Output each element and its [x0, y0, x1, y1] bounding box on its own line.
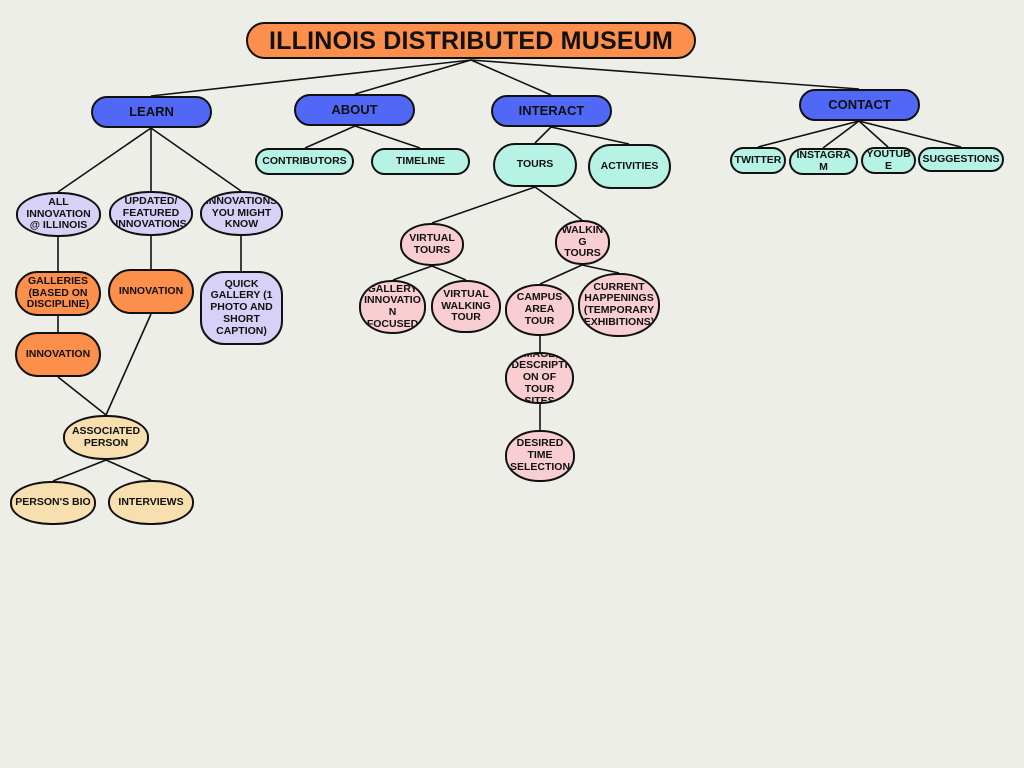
connector-line — [150, 59, 472, 97]
node-contributors: CONTRIBUTORS — [255, 148, 354, 175]
node-galleries: GALLERIES (BASED ON DISCIPLINE) — [15, 271, 101, 316]
connector-line — [550, 126, 630, 145]
node-interviews: INTERVIEWS — [108, 480, 194, 525]
section-learn: LEARN — [91, 96, 212, 128]
connector-line — [52, 459, 107, 482]
connector-line — [822, 120, 860, 149]
node-image-description: IMAGE, DESCRIPTION OF TOUR SITES — [505, 352, 574, 404]
connector-line — [431, 265, 467, 281]
node-activities: ACTIVITIES — [588, 144, 671, 189]
node-instagram: INSTAGRAM — [789, 148, 858, 175]
node-innovations-you-might-know: INNOVATIONS YOU MIGHT KNOW — [200, 191, 283, 236]
connector-line — [534, 126, 552, 144]
connector-line — [105, 313, 152, 416]
museum-title: ILLINOIS DISTRIBUTED MUSEUM — [246, 22, 696, 59]
node-featured-innovation: INNOVATION — [108, 269, 194, 314]
connector-line — [534, 186, 583, 221]
node-desired-time-selection: DESIRED TIME SELECTION — [505, 430, 575, 482]
connector-line — [470, 59, 552, 96]
connector-line — [858, 120, 889, 148]
node-walking-tours: WALKING TOURS — [555, 220, 610, 265]
section-about: ABOUT — [294, 94, 415, 126]
connector-line — [354, 59, 472, 95]
node-galleries-innovation: INNOVATION — [15, 332, 101, 377]
connector-line — [470, 59, 860, 90]
node-suggestions: SUGGESTIONS — [918, 147, 1004, 172]
node-virtual-walking-tour: VIRTUAL WALKING TOUR — [431, 280, 501, 333]
connector-line — [392, 265, 433, 281]
connector-line — [858, 120, 962, 148]
node-twitter: TWITTER — [730, 147, 786, 174]
connector-line — [304, 125, 356, 149]
node-tours: TOURS — [493, 143, 577, 187]
node-all-innovation: ALL INNOVATION @ ILLINOIS — [16, 192, 101, 237]
connector-line — [539, 264, 583, 285]
connector-line — [105, 459, 152, 481]
node-campus-area-tour: CAMPUS AREA TOUR — [505, 284, 574, 336]
node-youtube: YOUTUBE — [861, 147, 916, 174]
section-interact: INTERACT — [491, 95, 612, 127]
node-virtual-tours: VIRTUAL TOURS — [400, 223, 464, 266]
node-associated-person: ASSOCIATED PERSON — [63, 415, 149, 460]
connector-line — [757, 120, 860, 148]
section-contact: CONTACT — [799, 89, 920, 121]
connector-line — [431, 186, 536, 224]
node-timeline: TIMELINE — [371, 148, 470, 175]
connector-line — [354, 125, 421, 149]
connector-line — [150, 127, 242, 192]
node-quick-gallery: QUICK GALLERY (1 PHOTO AND SHORT CAPTION… — [200, 271, 283, 345]
connector-line — [57, 127, 152, 193]
node-current-happenings: CURRENT HAPPENINGS (TEMPORARY EXHIBITION… — [578, 273, 660, 337]
node-gallery-innovation-focused: GALLERY INNOVATION FOCUSED — [359, 280, 426, 334]
connector-line — [57, 376, 107, 416]
node-updated-featured-innovations: UPDATED/ FEATURED INNOVATIONS — [109, 191, 193, 236]
connector-line — [581, 264, 620, 274]
node-persons-bio: PERSON'S BIO — [10, 481, 96, 525]
